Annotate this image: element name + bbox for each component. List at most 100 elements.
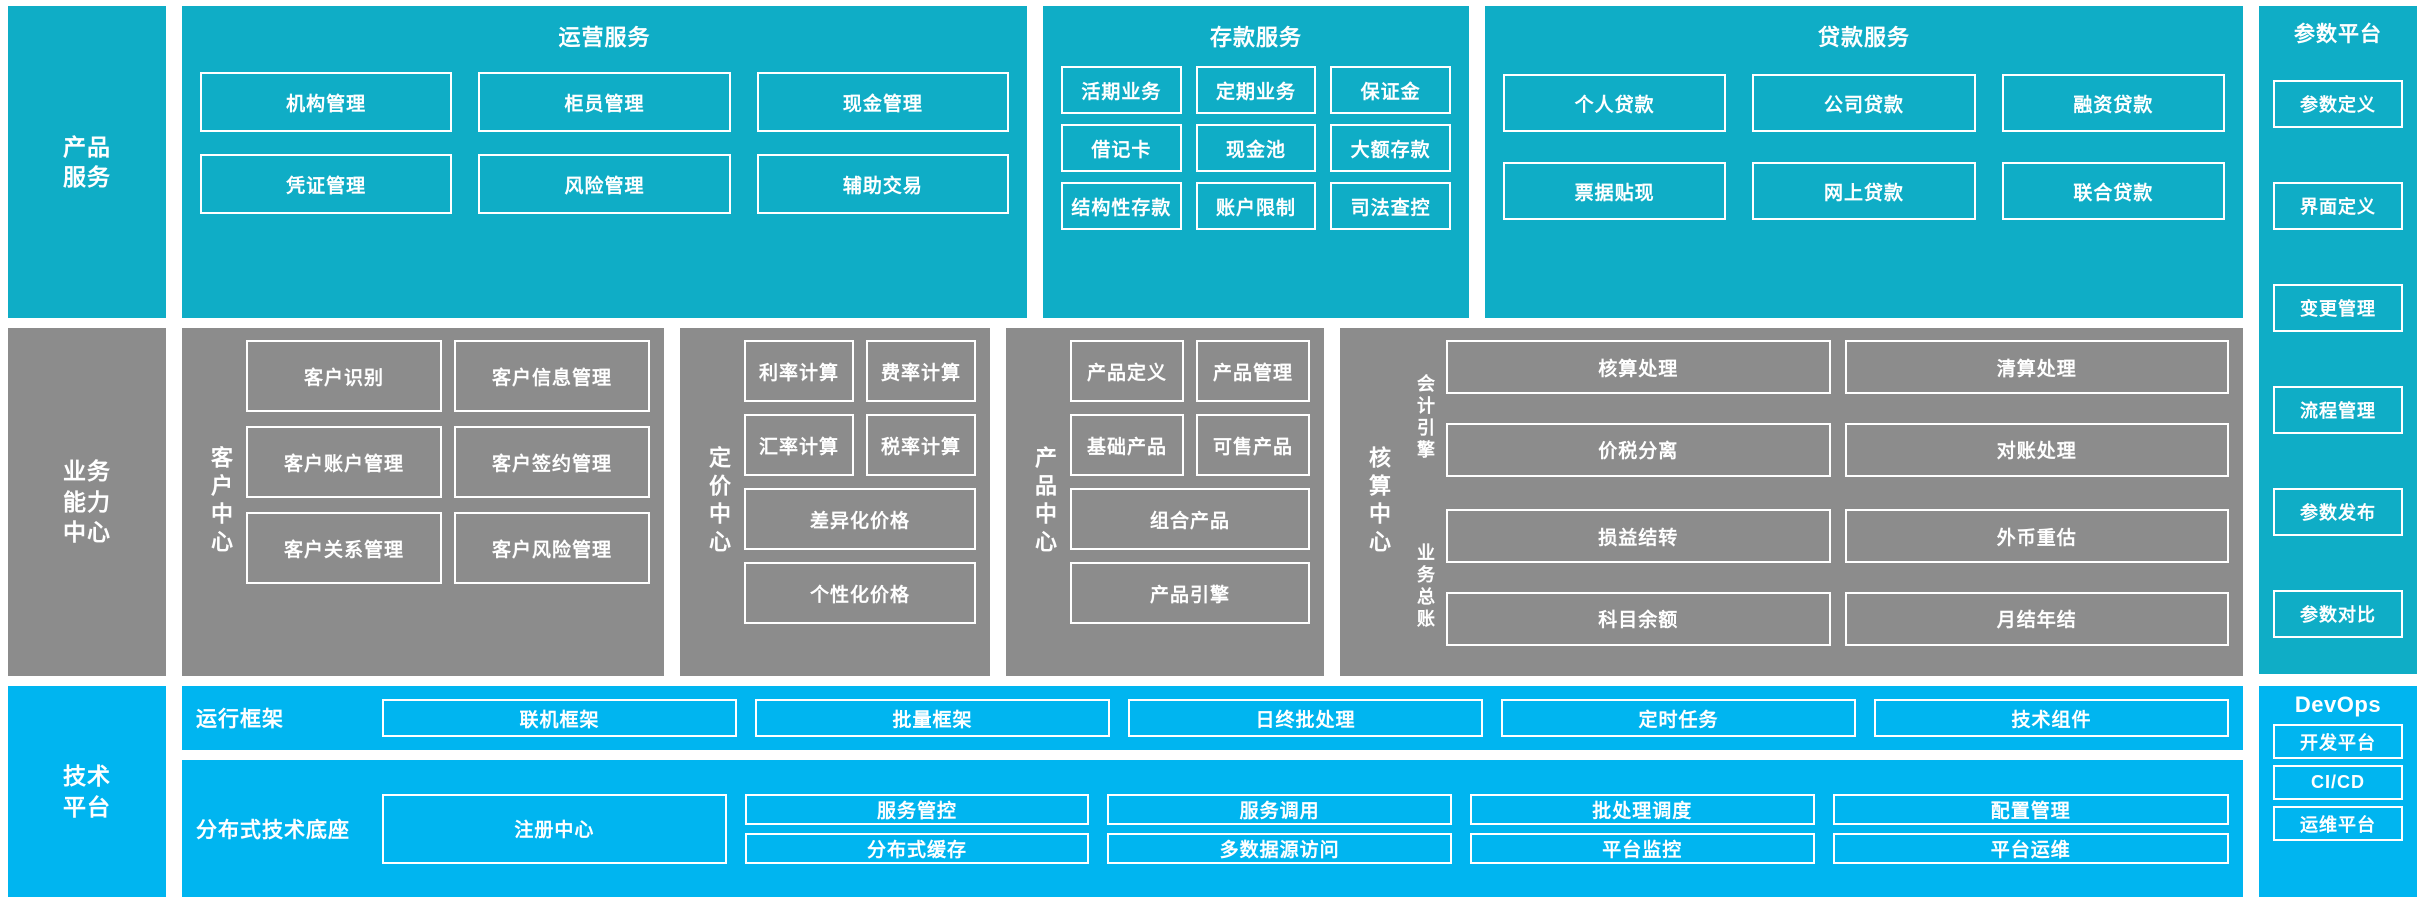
tech-cell[interactable]: 平台监控 [1469,832,1815,864]
param-platform-title: 参数平台 [2294,23,2382,46]
service-tile[interactable]: 辅助交易 [756,154,1009,214]
tech-cell[interactable]: 平台运维 [1832,832,2229,864]
tech-col: 服务调用 多数据源访问 [1107,793,1452,864]
param-platform-item[interactable]: 流程管理 [2273,386,2403,434]
service-tile[interactable]: 账户限制 [1195,182,1317,230]
center-tile-row: 利率计算 费率计算 [744,340,976,402]
accounting-section-label-ledger: 业务总账 [1415,542,1435,631]
center-tile[interactable]: 汇率计算 [744,414,854,476]
center-tile[interactable]: 价税分离 [1446,422,1831,477]
param-platform-item[interactable]: 参数定义 [2273,80,2403,128]
service-tile-grid-loan: 个人贷款 公司贷款 融资贷款 票据贴现 网上贷款 联合贷款 [1503,66,2225,306]
service-tile[interactable]: 柜员管理 [478,72,731,132]
tech-strip-label-base: 分布式技术底座 [196,818,350,842]
layer-label-line-1: 技术 [63,763,111,790]
service-tile[interactable]: 凭证管理 [200,154,453,214]
tech-cell[interactable]: 注册中心 [382,793,727,864]
center-tile-wide[interactable]: 组合产品 [1070,488,1310,550]
service-tile[interactable]: 现金池 [1195,124,1317,172]
tech-cell[interactable]: 服务调用 [1107,793,1452,825]
service-tile[interactable]: 票据贴现 [1503,162,1727,220]
center-tile[interactable]: 客户关系管理 [246,512,442,584]
center-tile-wide[interactable]: 个性化价格 [744,562,976,624]
devops-item[interactable]: 运维平台 [2273,806,2403,841]
tech-cell[interactable]: 服务管控 [744,793,1090,825]
tech-base-cells: 注册中心 服务管控 分布式缓存 服务调用 多数据源访问 批处理调度 平台监控 [382,793,2229,864]
tech-cell[interactable]: 分布式缓存 [744,832,1090,864]
param-platform-items: 参数定义 界面定义 变更管理 流程管理 参数发布 参数对比 [2273,58,2403,664]
center-tile[interactable]: 清算处理 [1844,340,2229,394]
tech-cell[interactable]: 日终批处理 [1128,699,1483,737]
layer-tech-platform: 技术 平台 运行框架 联机框架 批量框架 日终批处理 定时任务 技术组件 分布式… [8,686,2417,897]
center-tile-row: 客户关系管理 客户风险管理 [246,512,650,584]
accounting-tile-grid-ledger: 损益结转 外币重估 科目余额 月结年结 [1446,509,2229,664]
service-tile[interactable]: 保证金 [1330,66,1451,114]
layer-label-line-1: 业务 [63,458,111,485]
center-tile[interactable]: 对账处理 [1844,422,2229,477]
layer-label-tech-platform: 技术 平台 [8,686,166,897]
center-tile-wide[interactable]: 产品引擎 [1070,562,1310,624]
center-tile[interactable]: 科目余额 [1446,591,1831,646]
center-tile[interactable]: 客户风险管理 [454,512,650,584]
param-platform-panel: 参数平台 参数定义 界面定义 变更管理 流程管理 参数发布 参数对比 [2259,6,2417,674]
tech-strip-runtime: 运行框架 联机框架 批量框架 日终批处理 定时任务 技术组件 [182,686,2243,750]
service-tile[interactable]: 借记卡 [1061,124,1182,172]
service-tile[interactable]: 风险管理 [478,154,731,214]
service-tile-grid-deposit: 活期业务 定期业务 保证金 借记卡 现金池 大额存款 结构性存款 账户限制 司法… [1061,66,1451,306]
business-center-body-customer: 客户识别 客户信息管理 客户账户管理 客户签约管理 客户关系管理 客户风险管理 [246,340,650,664]
center-tile[interactable]: 产品管理 [1196,340,1310,402]
center-tile[interactable]: 外币重估 [1844,509,2229,563]
center-tile[interactable]: 基础产品 [1070,414,1184,476]
service-tile[interactable]: 机构管理 [200,72,453,132]
tech-col: 服务管控 分布式缓存 [744,793,1090,864]
service-tile[interactable]: 现金管理 [756,72,1009,132]
service-tile[interactable]: 公司贷款 [1752,74,1976,132]
param-platform-column: 参数平台 参数定义 界面定义 变更管理 流程管理 参数发布 参数对比 [2259,6,2417,674]
devops-item[interactable]: CI/CD [2273,765,2403,800]
business-center-customer: 客户中心 客户识别 客户信息管理 客户账户管理 客户签约管理 客户关系管理 客户… [182,328,664,676]
tech-cell[interactable]: 批处理调度 [1469,793,1815,825]
center-tile[interactable]: 核算处理 [1446,340,1831,394]
param-platform-item[interactable]: 界面定义 [2273,182,2403,230]
center-tile[interactable]: 可售产品 [1196,414,1310,476]
tech-cell[interactable]: 技术组件 [1874,699,2229,737]
center-tile-wide[interactable]: 差异化价格 [744,488,976,550]
service-tile[interactable]: 活期业务 [1061,66,1182,114]
service-tile[interactable]: 大额存款 [1330,124,1451,172]
param-platform-item[interactable]: 参数发布 [2273,488,2403,536]
devops-item[interactable]: 开发平台 [2273,724,2403,759]
business-center-label-accounting: 核算中心 [1366,446,1391,558]
service-tile[interactable]: 定期业务 [1195,66,1317,114]
param-platform-item[interactable]: 变更管理 [2273,284,2403,332]
layer-business-capability: 业务 能力 中心 客户中心 客户识别 客户信息管理 客户账户管理 客户签约管理 [8,328,2417,676]
service-tile[interactable]: 个人贷款 [1503,74,1727,132]
devops-items: 开发平台 CI/CD 运维平台 [2273,724,2403,841]
center-tile[interactable]: 客户识别 [246,340,442,412]
center-tile[interactable]: 费率计算 [866,340,976,402]
product-service-groups: 运营服务 机构管理 柜员管理 现金管理 凭证管理 风险管理 辅助交易 存款服务 … [182,6,2243,318]
layer-label-line-1: 产品 [63,133,111,160]
center-tile[interactable]: 税率计算 [866,414,976,476]
service-tile[interactable]: 结构性存款 [1061,182,1182,230]
center-tile[interactable]: 月结年结 [1844,591,2229,646]
center-tile-row: 基础产品 可售产品 [1070,414,1310,476]
tech-cell[interactable]: 联机框架 [382,699,737,737]
tech-cell[interactable]: 批量框架 [755,699,1110,737]
service-group-title-loan: 贷款服务 [1817,25,1910,50]
devops-title: DevOps [2294,692,2382,717]
tech-cell[interactable]: 配置管理 [1832,793,2229,825]
tech-cell[interactable]: 定时任务 [1501,699,1856,737]
tech-cell[interactable]: 多数据源访问 [1107,832,1452,864]
param-platform-item[interactable]: 参数对比 [2273,590,2403,638]
center-tile[interactable]: 客户信息管理 [454,340,650,412]
center-tile[interactable]: 客户账户管理 [246,426,442,498]
service-tile[interactable]: 司法查控 [1330,182,1451,230]
service-tile[interactable]: 融资贷款 [2001,74,2225,132]
center-tile[interactable]: 利率计算 [744,340,854,402]
service-tile[interactable]: 联合贷款 [2001,162,2225,220]
service-tile[interactable]: 网上贷款 [1752,162,1976,220]
center-tile[interactable]: 损益结转 [1446,509,1831,563]
center-tile[interactable]: 产品定义 [1070,340,1184,402]
center-tile-row: 客户识别 客户信息管理 [246,340,650,412]
center-tile[interactable]: 客户签约管理 [454,426,650,498]
